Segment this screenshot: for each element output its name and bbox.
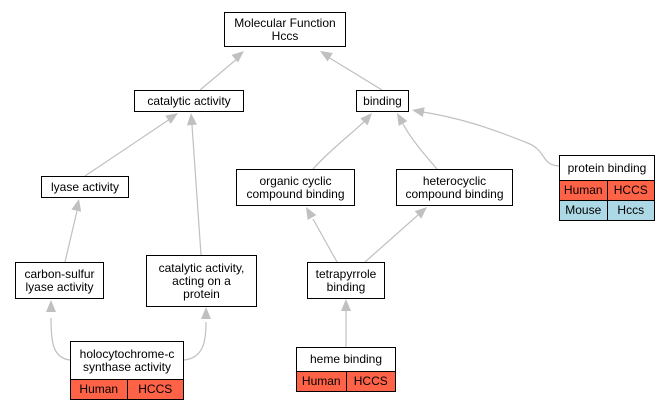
edge-holo-to-acting	[183, 307, 211, 361]
gene-cell: HCCS	[345, 372, 395, 391]
node-label: lyase activity	[50, 179, 120, 194]
edge-hetero-to-binding	[397, 113, 438, 170]
node-tetrapyrrole-binding[interactable]: tetrapyrrole binding	[307, 262, 385, 299]
edge-catalytic-to-root	[199, 51, 244, 91]
edge-organic-to-binding	[312, 113, 372, 170]
edge-protein-to-binding	[412, 107, 560, 167]
arrowhead	[414, 207, 427, 219]
edge-binding-to-root	[320, 51, 383, 91]
edge-tetra-to-organic	[306, 207, 338, 263]
node-catalytic-activity[interactable]: catalytic activity	[134, 90, 244, 112]
arrowhead	[46, 300, 56, 312]
arrowhead	[165, 113, 178, 124]
gene-cell: Hccs	[606, 201, 654, 220]
edge-holo-to-carbon	[46, 300, 71, 361]
node-label: binding	[363, 93, 402, 108]
node-binding[interactable]: binding	[356, 90, 409, 112]
arrowhead	[341, 299, 351, 311]
edge-carbon-to-lyase	[64, 199, 82, 263]
arrowhead	[397, 113, 408, 126]
node-lyase-activity[interactable]: lyase activity	[41, 176, 129, 198]
node-label: organic cyclic compound binding	[246, 173, 345, 201]
node-label: Molecular Function Hccs	[234, 15, 336, 43]
arrowhead	[201, 307, 211, 319]
gene-cell: HCCS	[126, 380, 183, 399]
node-heme-binding[interactable]: heme binding Human HCCS	[296, 347, 396, 392]
edge-tetra-to-hetero	[364, 207, 427, 263]
species-cell: Human	[71, 380, 127, 399]
node-label: tetrapyrrole binding	[315, 266, 377, 294]
node-protein-binding[interactable]: protein binding Human HCCS Mouse Hccs	[559, 155, 655, 221]
edge-lyase-to-catalytic	[84, 113, 178, 177]
arrowhead	[306, 207, 317, 220]
annotation-row-human: Human HCCS	[560, 180, 654, 200]
arrowhead	[412, 107, 425, 118]
gene-cell: HCCS	[606, 181, 654, 200]
arrowhead	[320, 51, 333, 62]
node-heterocyclic-compound-binding[interactable]: heterocyclic compound binding	[396, 169, 513, 206]
node-molecular-function[interactable]: Molecular Function Hccs	[224, 12, 346, 47]
node-label: carbon-sulfur lyase activity	[24, 266, 95, 294]
node-label: heterocyclic compound binding	[405, 173, 504, 201]
arrowhead	[71, 199, 82, 212]
annotation-row-human: Human HCCS	[71, 379, 183, 399]
edge-acting-to-catalytic	[186, 113, 202, 256]
node-label: catalytic activity	[147, 93, 231, 108]
annotation-row-human: Human HCCS	[297, 371, 395, 391]
node-label: heme binding	[309, 352, 383, 366]
arrowhead	[186, 113, 197, 126]
annotation-row-mouse: Mouse Hccs	[560, 200, 654, 220]
node-catalytic-activity-acting-on-a-protein[interactable]: catalytic activity, acting on a protein	[146, 255, 257, 307]
node-label: holocytochrome-c synthase activity	[79, 346, 175, 374]
species-cell: Mouse	[560, 201, 607, 220]
node-organic-cyclic-compound-binding[interactable]: organic cyclic compound binding	[236, 169, 355, 206]
node-label: protein binding	[567, 160, 647, 175]
arrowhead	[231, 51, 244, 63]
arrowhead	[360, 113, 372, 126]
node-holocytochrome-c-synthase-activity[interactable]: holocytochrome-c synthase activity Human…	[70, 341, 184, 400]
node-label: catalytic activity, acting on a protein	[158, 260, 245, 301]
species-cell: Human	[560, 181, 607, 200]
species-cell: Human	[297, 372, 346, 391]
edge-heme-to-tetra	[341, 299, 351, 347]
node-carbon-sulfur-lyase-activity[interactable]: carbon-sulfur lyase activity	[15, 262, 104, 299]
